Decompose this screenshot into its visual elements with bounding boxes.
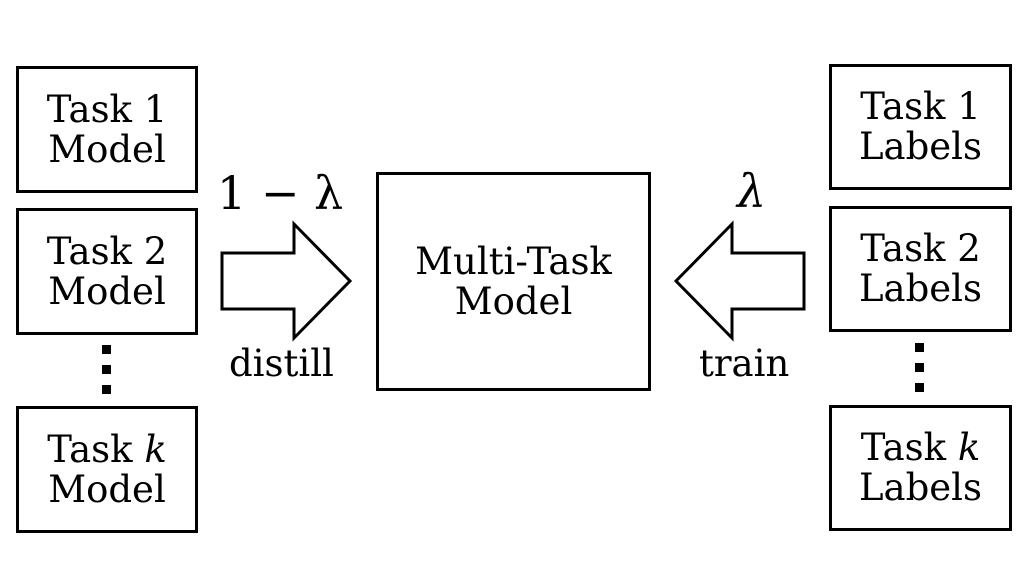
distill-caption: distill xyxy=(229,342,334,385)
task-2-model-line1: Task 2 xyxy=(46,229,168,273)
task-k-labels-line2: Labels xyxy=(858,466,983,509)
multi-task-model-line1: Multi-Task xyxy=(415,239,612,283)
task-1-labels-line2: Labels xyxy=(858,125,983,168)
task-k-model-box: Task k Model xyxy=(16,406,198,533)
left-ellipsis-dots xyxy=(102,345,111,394)
task-1-model-line2: Model xyxy=(48,127,166,171)
task-1-model-line1: Task 1 xyxy=(46,87,168,131)
distill-weight-label: 1 − λ xyxy=(217,166,344,220)
task-2-labels-line1: Task 2 xyxy=(860,227,981,271)
task-2-labels-line2: Labels xyxy=(858,267,983,310)
task-k-labels-box: Task k Labels xyxy=(829,405,1012,531)
train-weight-label: λ xyxy=(737,164,767,218)
distill-arrow xyxy=(220,220,353,342)
task-2-model-box: Task 2 Model xyxy=(16,208,198,335)
task-1-labels-line1: Task 1 xyxy=(860,85,981,129)
multi-task-model-box: Multi-Task Model xyxy=(376,172,651,391)
task-1-model-box: Task 1 Model xyxy=(16,66,198,193)
task-k-labels-line1: Task k xyxy=(860,426,981,470)
task-k-model-line2: Model xyxy=(48,467,166,511)
right-ellipsis-dots xyxy=(915,343,924,392)
multi-task-model-line2: Model xyxy=(454,279,573,323)
task-k-model-line1: Task k xyxy=(47,427,167,471)
task-1-labels-box: Task 1 Labels xyxy=(829,64,1012,190)
train-arrow xyxy=(673,220,806,342)
task-2-labels-box: Task 2 Labels xyxy=(829,206,1012,332)
task-2-model-line2: Model xyxy=(48,269,166,313)
train-caption: train xyxy=(699,342,790,385)
